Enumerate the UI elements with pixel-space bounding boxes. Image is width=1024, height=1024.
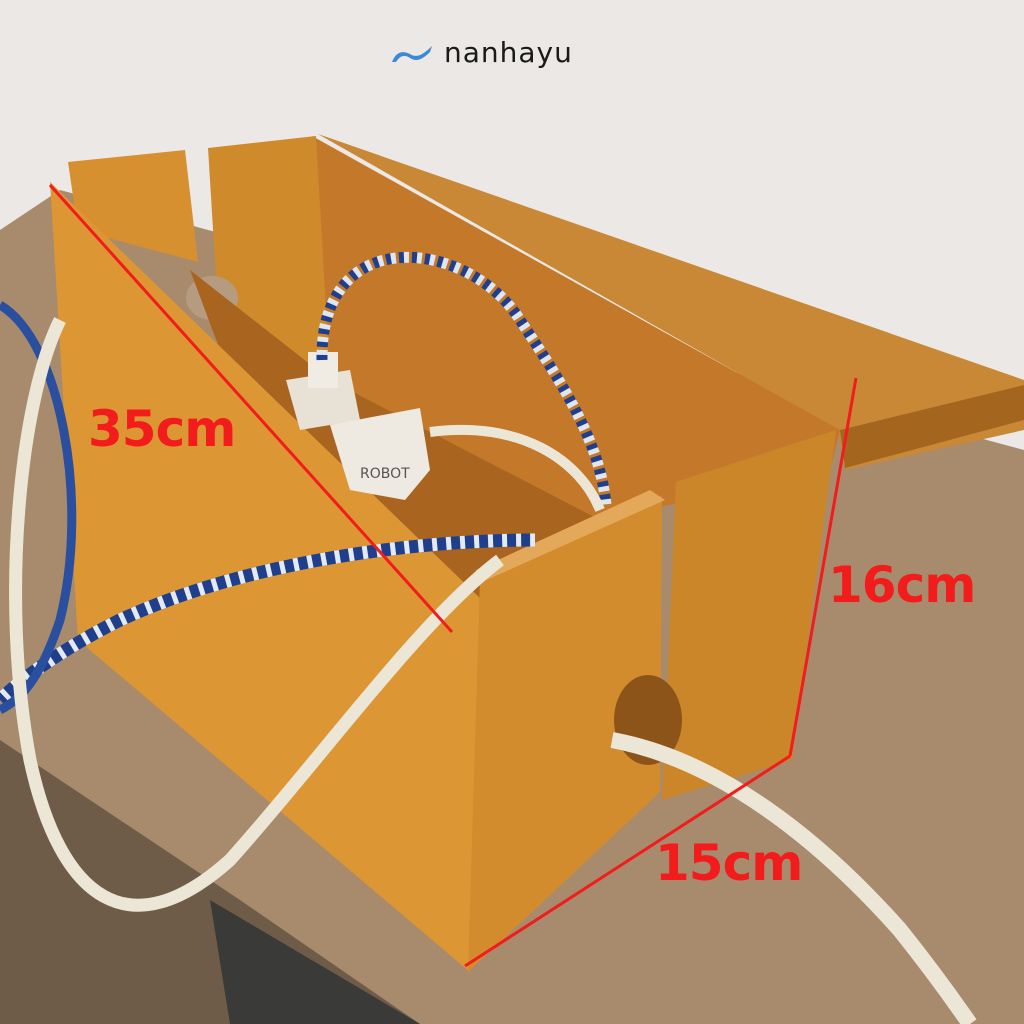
near-end-panel-right — [662, 430, 836, 800]
charger-label: ROBOT — [360, 466, 410, 482]
charger-2 — [330, 408, 430, 500]
white-cable-charger — [429, 424, 605, 512]
brand-logo: nanhayu — [390, 36, 573, 69]
dimension-line-length — [48, 183, 454, 634]
dimension-line-width — [464, 754, 791, 968]
brand-wave-icon — [392, 45, 432, 62]
dimension-label-height: 16cm — [828, 556, 976, 614]
panel-top-edge — [476, 490, 665, 582]
near-end-panel-left — [468, 496, 662, 972]
box-back-wall — [300, 136, 840, 520]
box-lid — [318, 134, 1024, 470]
lid-edge — [840, 385, 1024, 468]
white-cable-left — [9, 317, 504, 912]
dimension-label-width: 15cm — [655, 834, 803, 892]
dimension-label-length: 35cm — [88, 400, 236, 458]
brand-name: nanhayu — [444, 36, 573, 69]
white-cable-right — [610, 732, 977, 1024]
drawer — [210, 900, 420, 1024]
blue-cable-arc — [316, 252, 612, 506]
charger-1 — [286, 370, 360, 430]
dimension-line-height — [788, 377, 858, 757]
